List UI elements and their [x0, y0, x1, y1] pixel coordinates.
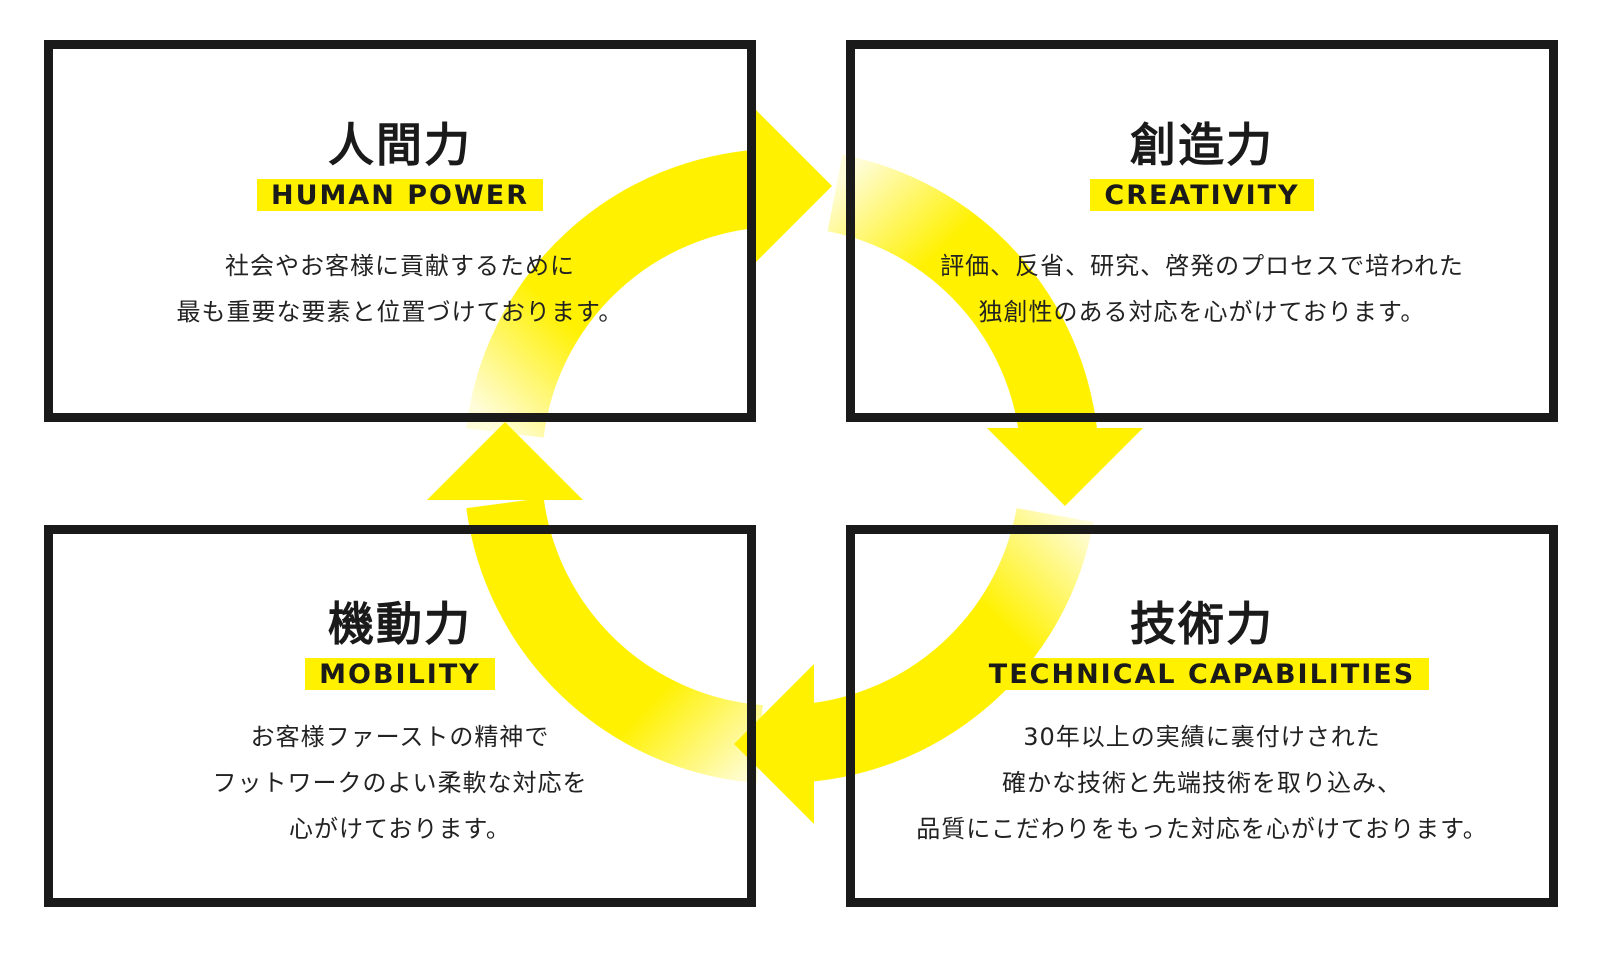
card-description-line: 社会やお客様に貢献するために	[225, 252, 575, 280]
card-description: 評価、反省、研究、啓発のプロセスで培われた 独創性のある対応を心がけております。	[855, 243, 1549, 335]
card-description-line: 確かな技術と先端技術を取り込み、	[1002, 769, 1402, 797]
card-human-power: 人間力 HUMAN POWER 社会やお客様に貢献するために 最も重要な要素と位…	[44, 40, 756, 422]
card-title: 創造力	[1130, 118, 1274, 172]
card-title: 機動力	[328, 597, 472, 651]
cycle-arc-bottom-left	[466, 497, 764, 783]
card-description-line: 30年以上の実績に裏付けされた	[1023, 723, 1381, 751]
cycle-arc-bottom-right	[788, 507, 1094, 783]
card-description-line: 評価、反省、研究、啓発のプロセスで培われた	[940, 252, 1464, 280]
card-description-line: お客様ファーストの精神で	[250, 723, 550, 751]
cycle-arc-top-right	[826, 154, 1098, 445]
card-title: 人間力	[328, 118, 472, 172]
card-mobility: 機動力 MOBILITY お客様ファーストの精神で フットワークのよい柔軟な対応…	[44, 525, 756, 907]
card-description: 30年以上の実績に裏付けされた 確かな技術と先端技術を取り込み、 品質にこだわり…	[855, 714, 1549, 852]
card-subtitle-badge: TECHNICAL CAPABILITIES	[974, 658, 1430, 690]
card-description-line: 最も重要な要素と位置づけております。	[176, 298, 624, 326]
card-subtitle-badge: CREATIVITY	[1090, 179, 1314, 211]
card-technical-capabilities: 技術力 TECHNICAL CAPABILITIES 30年以上の実績に裏付けさ…	[846, 525, 1558, 907]
card-subtitle-badge: HUMAN POWER	[256, 179, 544, 211]
card-description: お客様ファーストの精神で フットワークのよい柔軟な対応を 心がけております。	[53, 714, 747, 852]
arrow-head-top	[752, 106, 832, 266]
arrow-head-bottom	[734, 664, 814, 824]
card-title: 技術力	[1130, 597, 1274, 651]
arrow-head-left	[427, 422, 583, 500]
card-description-line: 独創性のある対応を心がけております。	[978, 298, 1426, 326]
cycle-arc-top-left	[466, 149, 771, 439]
card-description-line: フットワークのよい柔軟な対応を	[212, 769, 588, 797]
card-creativity: 創造力 CREATIVITY 評価、反省、研究、啓発のプロセスで培われた 独創性…	[846, 40, 1558, 422]
card-description: 社会やお客様に貢献するために 最も重要な要素と位置づけております。	[53, 243, 747, 335]
card-description-line: 心がけております。	[289, 815, 511, 843]
card-subtitle-badge: MOBILITY	[305, 658, 495, 690]
card-description-line: 品質にこだわりをもった対応を心がけております。	[916, 815, 1488, 843]
arrow-head-right	[987, 428, 1143, 506]
